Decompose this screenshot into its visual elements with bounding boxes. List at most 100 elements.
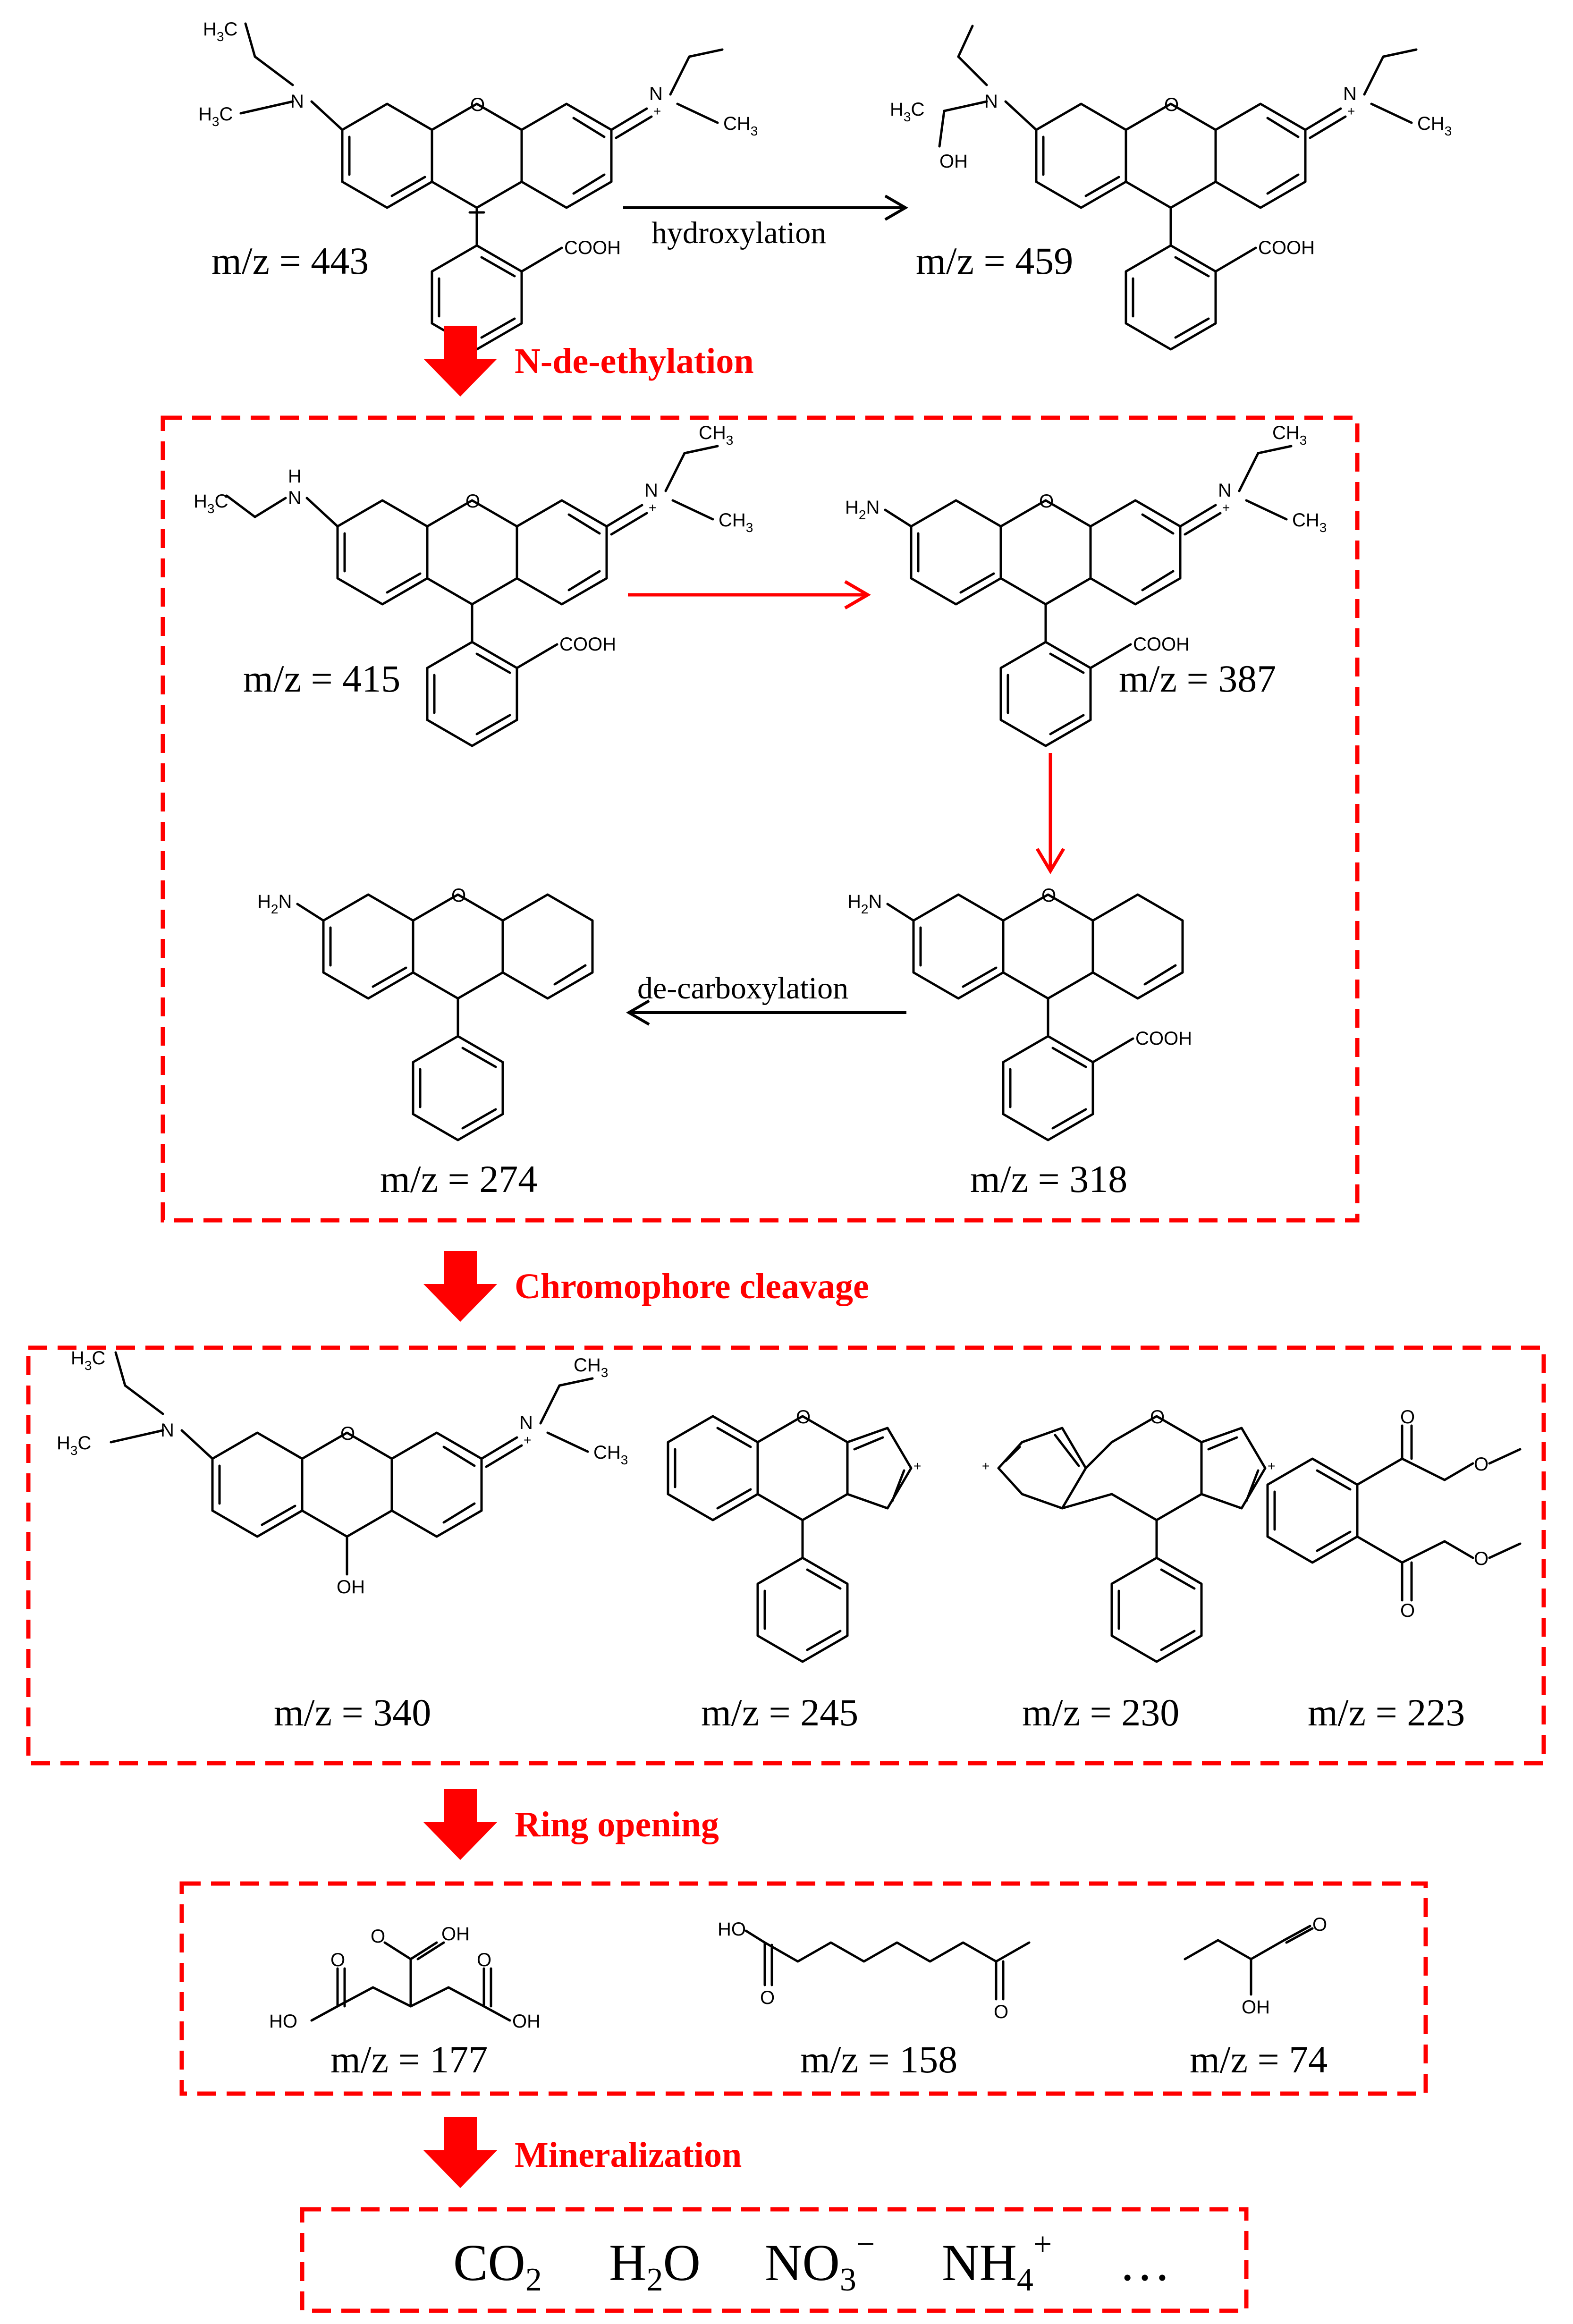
mz-label-177: m/z = 177 [330,2038,488,2081]
plus-charge: + [1222,500,1230,515]
molecule-245: O + [667,1407,921,1663]
co2-formula: CO [453,2234,525,2291]
plus-charge: + [1347,104,1355,118]
subscript: 3 [746,520,753,535]
subscript: 2 [861,902,869,916]
molecule-74: O OH [1184,1914,1327,2018]
subscript: 3 [207,501,215,516]
o-atom: O [477,1950,491,1970]
molecule-443: O N N + COOH H3C H3C CH3 [198,19,758,351]
no3-formula: NO [765,2234,840,2291]
stage-box-mineralization [300,2207,1249,2313]
stage-arrow [423,2117,497,2188]
oh-label: OH [939,151,968,172]
mz-label-158: m/z = 158 [800,2038,957,2081]
mz-label-223: m/z = 223 [1308,1691,1465,1734]
plus-charge: + [913,1459,921,1473]
plus-charge: + [653,104,661,118]
h2o-h: H [609,2234,646,2291]
subscript: 3 [1319,520,1327,535]
svg-text:H3C: H3C [71,1348,105,1373]
oh-label: OH [512,2011,541,2032]
svg-text:H3C: H3C [57,1433,91,1458]
svg-text:H2N: H2N [845,497,880,522]
svg-text:CH3: CH3 [723,113,758,138]
molecule-318: O H2N COOH [847,885,1192,1141]
h-atom: H [71,1348,85,1369]
plus-charge: + [649,500,656,515]
subscript: 3 [726,433,734,448]
mz-label-443: m/z = 443 [211,239,369,282]
o-atom: O [1400,1600,1415,1621]
molecule-177: O HO O OH O OH [269,1924,541,2032]
subscript: 3 [751,124,758,138]
h-atom: H [57,1433,70,1454]
no3-charge: − [856,2226,875,2263]
nh4-charge: + [1033,2226,1052,2263]
stage-box-ring-opening [179,1881,1428,2096]
molecule-387: O H2N N + COOH CH3 CH3 [845,423,1327,747]
final-products: CO2 H2O NO3− NH4+ … [453,2226,1171,2298]
h-atom: H [203,19,217,40]
svg-text:CH3: CH3 [1417,113,1452,138]
n-atom: N [161,1420,174,1441]
arrow-head [844,580,871,610]
stage-arrow [423,1251,497,1322]
plus-charge: + [524,1433,531,1447]
svg-text:H3C: H3C [198,104,233,129]
cooh-label: COOH [1133,634,1190,655]
plus-charge: + [1268,1459,1275,1473]
stage-arrow [423,1789,497,1860]
o-atom: O [1474,1454,1488,1475]
h-atom: H [257,891,271,912]
mz-label-318: m/z = 318 [970,1158,1127,1200]
ho-label: HO [269,2011,297,2032]
n-atom: N [278,891,292,912]
c-atom: C [77,1433,91,1454]
arrow-head [1035,848,1066,874]
subscript: 3 [1300,433,1307,448]
n-atom: N [1218,480,1232,501]
ellipsis: … [1119,2234,1171,2291]
stage-label-chromophore-cleavage: Chromophore cleavage [515,1267,869,1306]
mz-label-459: m/z = 459 [916,239,1073,282]
o-atom: O [340,1423,355,1444]
svg-text:H2N: H2N [847,891,882,916]
subscript: 3 [904,110,911,124]
o-atom: O [465,491,480,512]
h-atom: H [194,491,207,512]
o-atom: O [1164,94,1179,115]
cooh-label: COOH [559,634,616,655]
n-atom: N [866,497,880,518]
svg-text:H2N: H2N [257,891,292,916]
oh-label: OH [441,1924,470,1944]
ch-atom: CH [699,423,726,443]
arrow-head [884,194,908,221]
ch-atom: CH [1292,510,1319,531]
h-atom: H [847,891,861,912]
ch-atom: CH [719,510,746,531]
molecule-340: O N N + OH H3C H3C CH3 CH3 [57,1348,628,1597]
subscript: 3 [212,114,220,129]
n-atom: N [649,84,663,104]
arrow-head [626,999,650,1026]
svg-text:H2O: H2O [609,2234,701,2298]
o-atom: O [994,2002,1008,2022]
o-atom: O [371,1926,385,1947]
svg-text:H3C: H3C [203,19,237,44]
svg-text:CH3: CH3 [719,510,753,535]
n-atom: N [868,891,882,912]
n-atom: N [1343,84,1357,104]
o-atom: O [1041,885,1056,906]
n-atom: N [288,488,302,508]
svg-text:CH3: CH3 [1292,510,1327,535]
o-atom: O [796,1407,811,1428]
subscript: 3 [85,1358,92,1373]
svg-text:CH3: CH3 [574,1355,608,1380]
nh4-subscript: 4 [1017,2262,1033,2298]
mz-label-387: m/z = 387 [1119,657,1276,700]
c-atom: C [92,1348,105,1369]
subscript: 2 [859,507,866,522]
mz-label-274: m/z = 274 [380,1158,537,1200]
ho-label: HO [718,1919,746,1940]
